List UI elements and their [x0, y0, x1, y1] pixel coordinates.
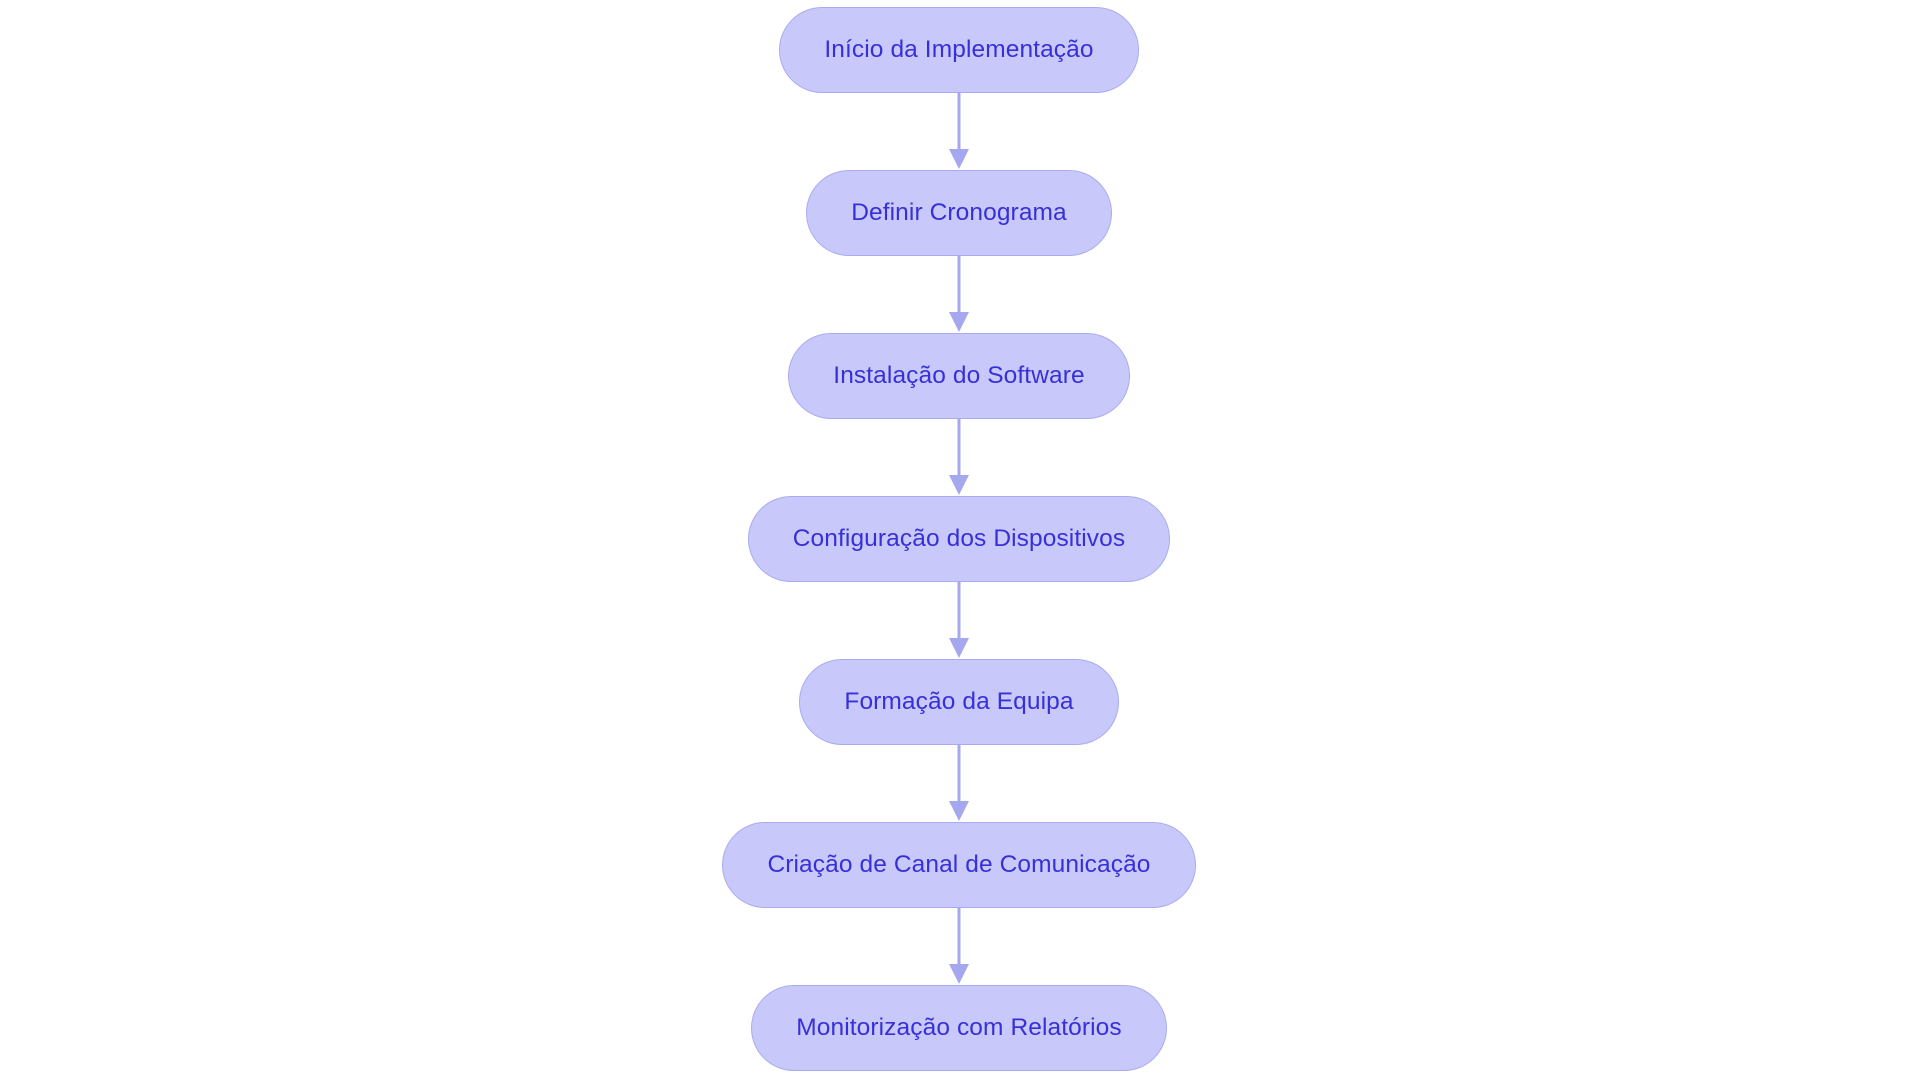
flowchart-edge-n6-n7 [939, 908, 979, 985]
flowchart-node-label: Formação da Equipa [844, 687, 1074, 715]
flowchart-node-criacao-de-canal-de-comunicacao[interactable]: Criação de Canal de Comunicação [722, 822, 1196, 908]
flowchart-node-label: Monitorização com Relatórios [796, 1013, 1122, 1041]
flowchart-edge-n2-n3 [939, 256, 979, 333]
down-arrow-icon [949, 801, 969, 821]
flowchart-node-monitorizacao-com-relatorios[interactable]: Monitorização com Relatórios [751, 985, 1167, 1071]
flowchart-edge-n5-n6 [939, 745, 979, 822]
flowchart-node-label: Configuração dos Dispositivos [792, 524, 1126, 552]
flowchart-node-label: Instalação do Software [833, 361, 1085, 389]
flowchart-node-configuracao-dos-dispositivos[interactable]: Configuração dos Dispositivos [747, 496, 1171, 582]
flowchart-node-definir-cronograma[interactable]: Definir Cronograma [806, 170, 1112, 256]
down-arrow-icon [949, 638, 969, 658]
flowchart-edge-n1-n2 [939, 93, 979, 170]
flowchart-node-instalacao-do-software[interactable]: Instalação do Software [788, 333, 1130, 419]
flowchart-node-formacao-da-equipa[interactable]: Formação da Equipa [799, 659, 1119, 745]
down-arrow-icon [949, 475, 969, 495]
flowchart-node-label: Início da Implementação [824, 35, 1094, 63]
flowchart-edge-n3-n4 [939, 419, 979, 496]
flowchart-node-label: Definir Cronograma [851, 198, 1067, 226]
down-arrow-icon [949, 312, 969, 332]
down-arrow-icon [949, 149, 969, 169]
flowchart-node-label: Criação de Canal de Comunicação [767, 850, 1151, 878]
flowchart-edge-n4-n5 [939, 582, 979, 659]
down-arrow-icon [949, 964, 969, 984]
flowchart-node-inicio-da-implementacao[interactable]: Início da Implementação [779, 7, 1139, 93]
